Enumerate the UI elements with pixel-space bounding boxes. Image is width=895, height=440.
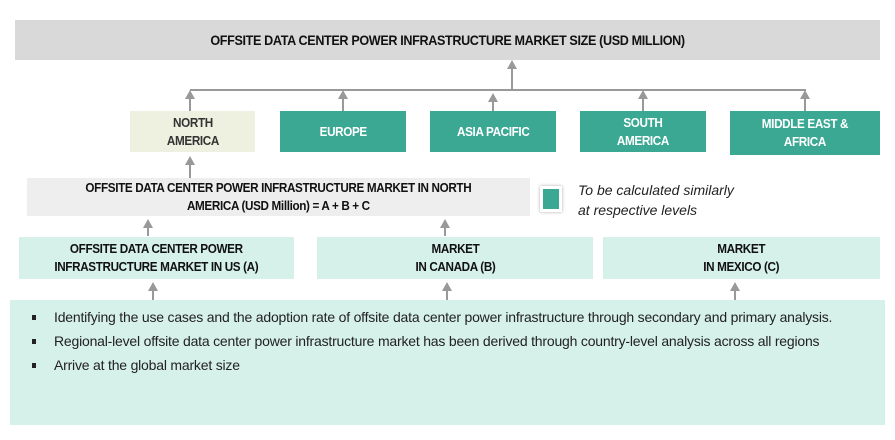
legend-line: To be calculated similarly bbox=[578, 182, 734, 198]
north-america-formula-box: OFFSITE DATA CENTER POWER INFRASTRUCTURE… bbox=[27, 178, 530, 216]
bullet-item: Identifying the use cases and the adopti… bbox=[28, 308, 871, 326]
arrow-up-icon bbox=[338, 90, 348, 99]
arrow-up-icon bbox=[638, 90, 648, 99]
arrow-up-icon bbox=[185, 90, 195, 99]
connector-line bbox=[147, 226, 149, 236]
country-label: MARKET bbox=[717, 241, 766, 257]
country-label: OFFSITE DATA CENTER POWER bbox=[70, 241, 243, 257]
region-label: NORTH bbox=[172, 114, 213, 130]
connector-line bbox=[446, 289, 448, 300]
region-north-america: NORTH AMERICA bbox=[130, 111, 255, 152]
arrow-up-icon bbox=[507, 60, 517, 69]
arrow-up-icon bbox=[488, 93, 498, 102]
region-label: ASIA PACIFIC bbox=[456, 123, 530, 139]
connector-line bbox=[152, 289, 154, 300]
region-label: AFRICA bbox=[783, 134, 827, 149]
connector-line bbox=[189, 96, 191, 111]
arrow-up-icon bbox=[800, 90, 810, 99]
region-label: SOUTH bbox=[623, 114, 663, 130]
legend-text: To be calculated similarly at respective … bbox=[578, 180, 734, 220]
region-label: EUROPE bbox=[319, 123, 367, 139]
region-south-america: SOUTH AMERICA bbox=[580, 111, 706, 152]
country-mexico-box: MARKET IN MEXICO (C) bbox=[603, 237, 880, 279]
region-asia-pacific: ASIA PACIFIC bbox=[430, 111, 556, 152]
connector-line bbox=[444, 226, 446, 236]
arrow-up-icon bbox=[730, 282, 740, 291]
methodology-notes: Identifying the use cases and the adopti… bbox=[10, 300, 885, 425]
connector-line bbox=[189, 163, 191, 178]
connector-line bbox=[492, 102, 494, 111]
connector-line bbox=[342, 96, 344, 111]
arrow-up-icon bbox=[148, 282, 158, 291]
region-middle-east-africa: MIDDLE EAST & AFRICA bbox=[730, 111, 880, 155]
arrow-up-icon bbox=[440, 219, 450, 228]
bullet-item: Arrive at the global market size bbox=[28, 356, 871, 374]
legend-swatch bbox=[540, 186, 562, 212]
formula-text: AMERICA (USD Million) = A + B + C bbox=[187, 198, 370, 213]
region-label: MIDDLE EAST & bbox=[761, 116, 849, 132]
connector-line bbox=[511, 66, 513, 90]
region-label: AMERICA bbox=[166, 132, 219, 148]
connector-line bbox=[190, 89, 806, 91]
bullet-item: Regional-level offsite data center power… bbox=[28, 332, 871, 350]
global-market-title-box: OFFSITE DATA CENTER POWER INFRASTRUCTURE… bbox=[15, 20, 880, 60]
connector-line bbox=[642, 96, 644, 111]
arrow-up-icon bbox=[185, 156, 195, 165]
formula-text: OFFSITE DATA CENTER POWER INFRASTRUCTURE… bbox=[85, 180, 472, 196]
country-label: INFRASTRUCTURE MARKET IN US (A) bbox=[54, 259, 259, 274]
region-europe: EUROPE bbox=[280, 111, 406, 152]
legend-line: at respective levels bbox=[578, 202, 698, 218]
connector-line bbox=[734, 289, 736, 300]
country-canada-box: MARKET IN CANADA (B) bbox=[317, 237, 593, 279]
arrow-up-icon bbox=[143, 219, 153, 228]
arrow-up-icon bbox=[442, 282, 452, 291]
country-us-box: OFFSITE DATA CENTER POWER INFRASTRUCTURE … bbox=[19, 237, 294, 279]
country-label: IN CANADA (B) bbox=[414, 259, 496, 274]
country-label: IN MEXICO (C) bbox=[703, 259, 780, 274]
global-market-title: OFFSITE DATA CENTER POWER INFRASTRUCTURE… bbox=[210, 31, 685, 48]
region-label: AMERICA bbox=[616, 132, 670, 148]
connector-line bbox=[804, 96, 806, 111]
country-label: MARKET bbox=[431, 241, 479, 257]
